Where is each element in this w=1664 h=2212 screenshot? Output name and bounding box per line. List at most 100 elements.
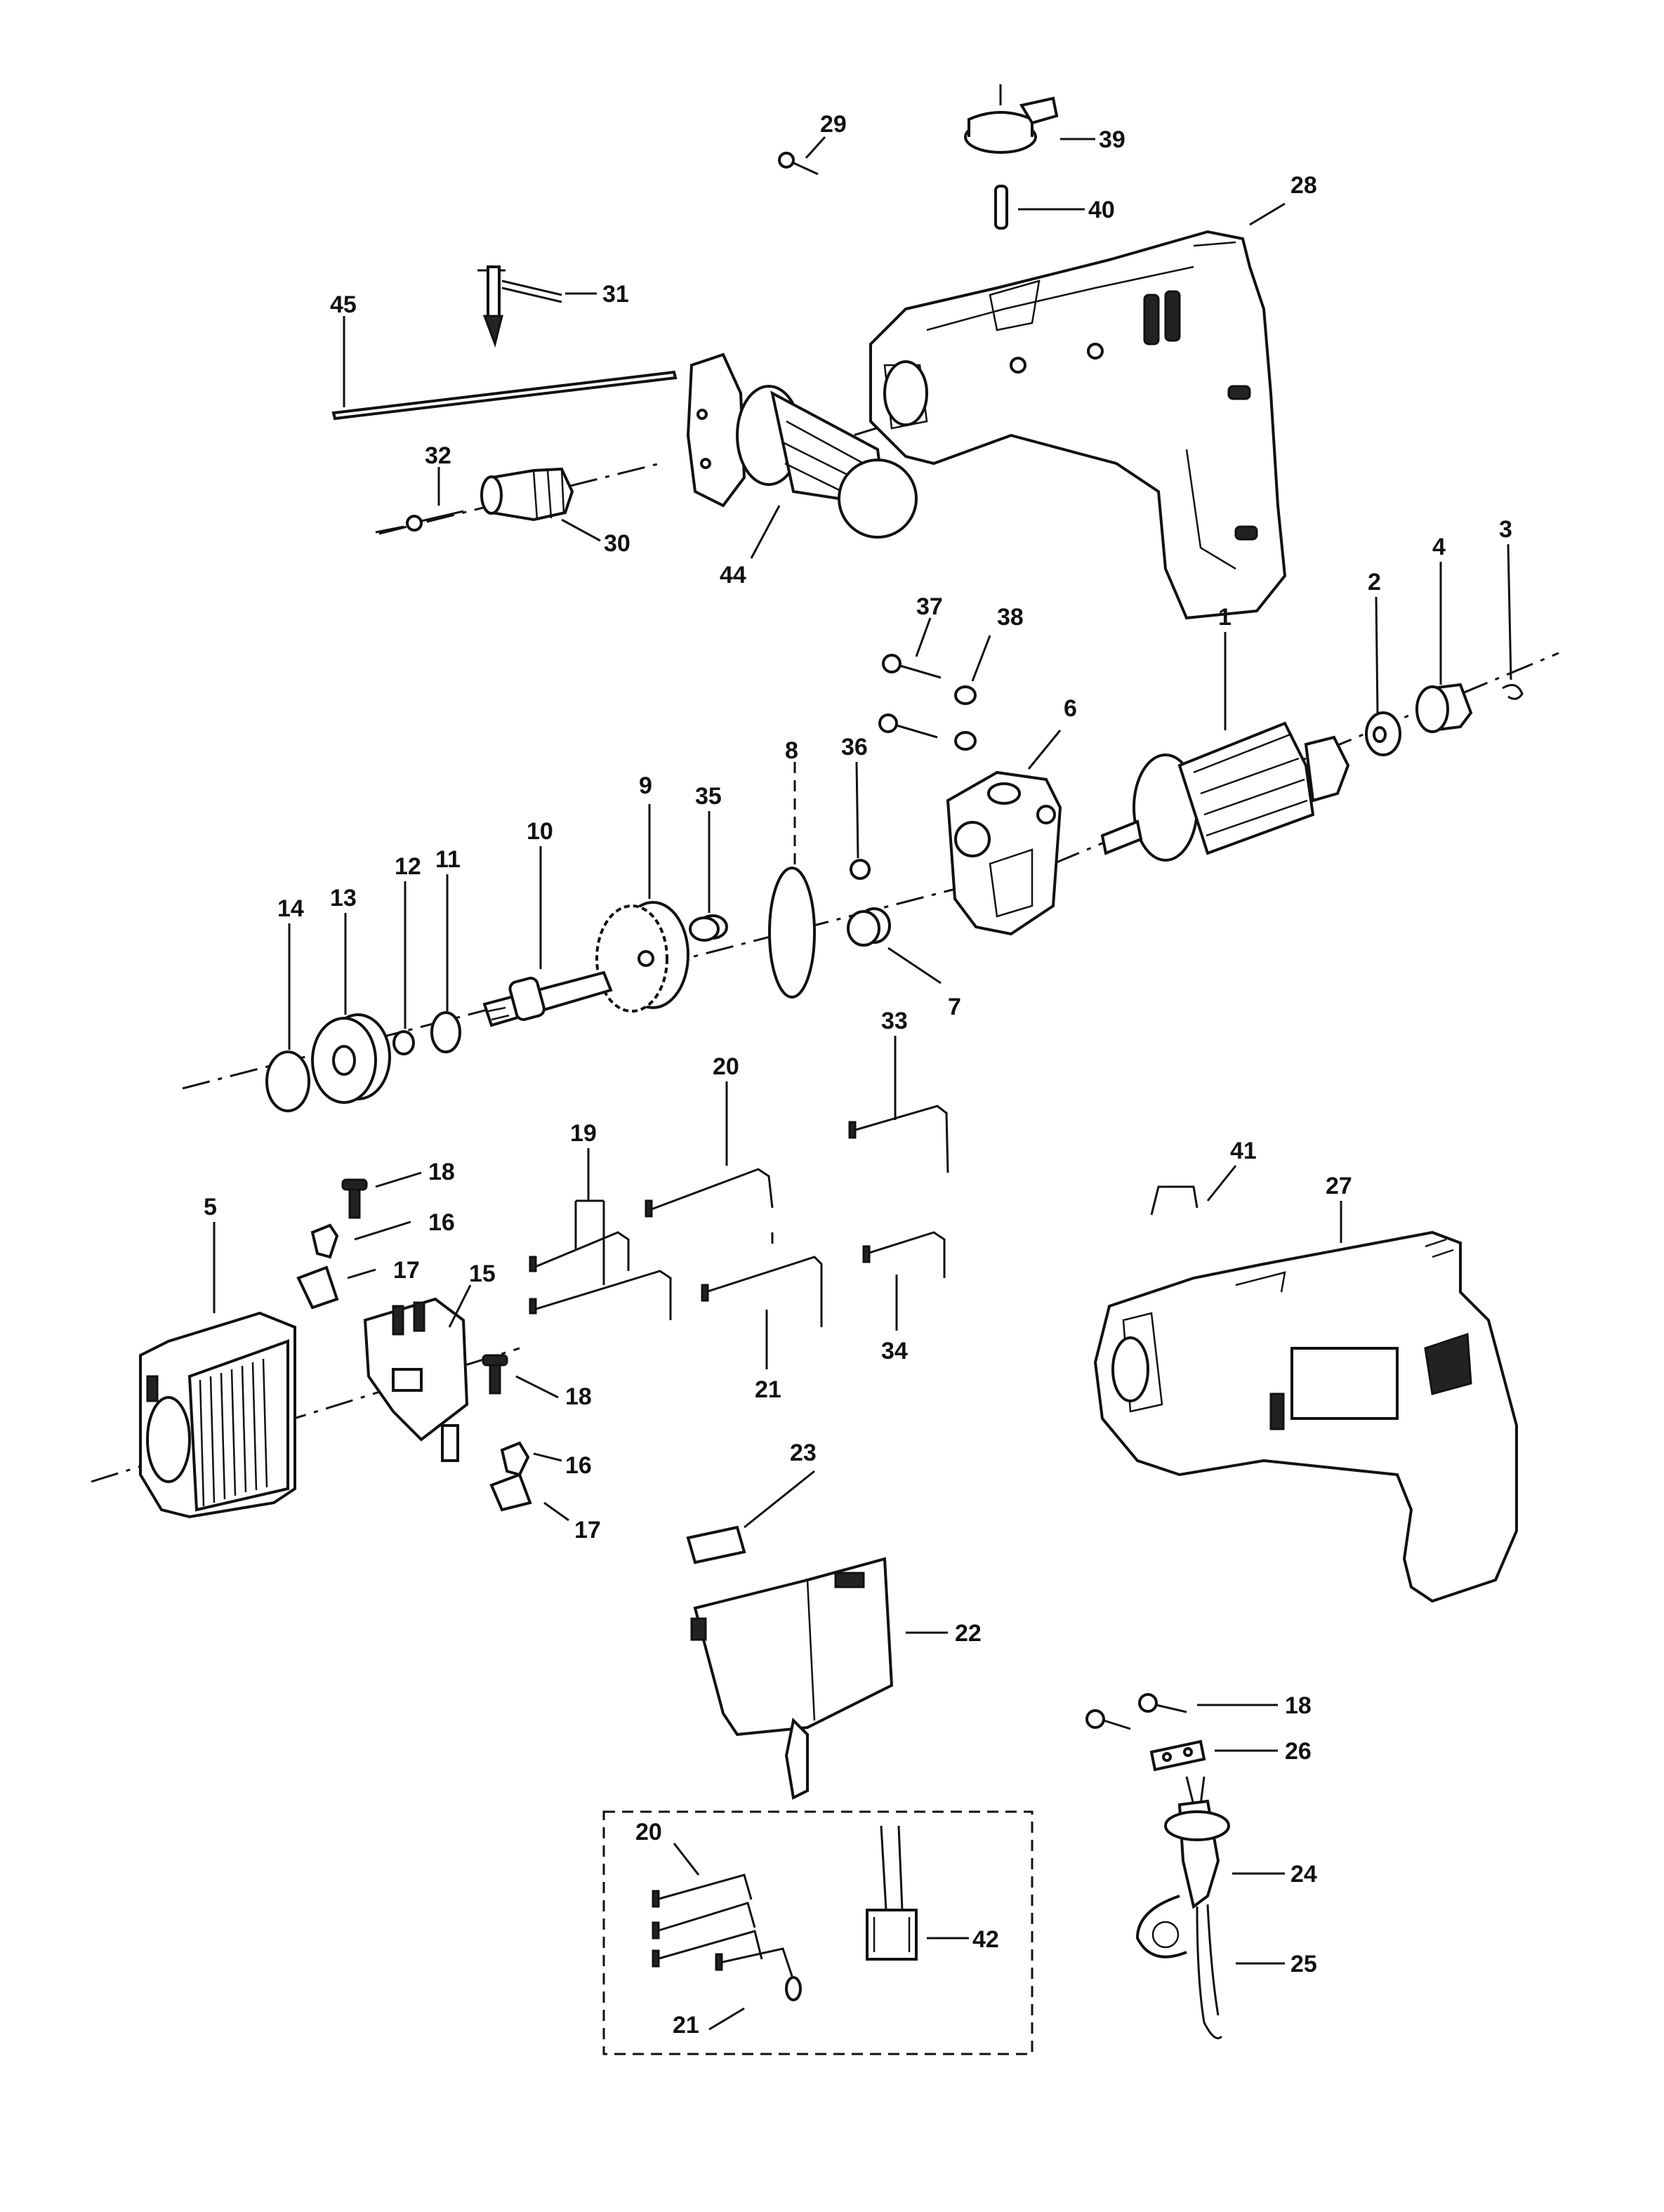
label-31: 31	[602, 281, 629, 308]
spindle-part-10	[482, 970, 613, 1027]
field-part-5	[139, 1311, 296, 1519]
wire-part-34	[862, 1231, 946, 1278]
brush-part-17-upper	[296, 1265, 339, 1310]
depth-rod-part-45	[331, 370, 678, 421]
label-25: 25	[1290, 1951, 1317, 1977]
gear-housing-part-6	[946, 770, 1062, 936]
label-14: 14	[277, 895, 304, 922]
label-12: 12	[395, 853, 421, 880]
circlip-part-11	[430, 1011, 461, 1053]
label-34: 34	[881, 1338, 908, 1364]
large-gear-part-9	[595, 901, 689, 1013]
brush-part-17-lower	[489, 1473, 532, 1512]
label-19: 19	[570, 1120, 597, 1147]
label-17-a: 17	[393, 1257, 420, 1284]
clip-part-41	[1150, 1185, 1199, 1216]
label-17-b: 17	[574, 1517, 601, 1543]
bearing-part-2	[1365, 711, 1401, 756]
label-20-b: 20	[635, 1819, 662, 1845]
ball-part-36	[850, 859, 871, 880]
armature-axis	[1052, 652, 1559, 865]
screws-part-37	[878, 654, 942, 739]
label-27: 27	[1326, 1173, 1352, 1199]
wire-kit-box	[602, 1810, 1034, 2055]
label-1: 1	[1218, 604, 1232, 631]
wire-part-20	[645, 1168, 774, 1218]
label-32: 32	[425, 442, 451, 469]
label-40: 40	[1088, 197, 1115, 223]
label-22: 22	[955, 1620, 982, 1647]
small-gear-part-7	[847, 907, 891, 947]
label-28: 28	[1290, 172, 1317, 199]
label-10: 10	[527, 818, 553, 845]
screw-part-29	[778, 152, 819, 176]
label-16-b: 16	[565, 1452, 592, 1479]
label-41: 41	[1230, 1138, 1257, 1164]
shim-part-14	[265, 1051, 310, 1112]
chuck-part-30	[480, 467, 574, 522]
label-33: 33	[881, 1008, 908, 1034]
bushing-part-35	[689, 914, 728, 942]
side-handle-part-44	[686, 353, 918, 539]
label-26: 26	[1285, 1738, 1312, 1765]
label-18-a: 18	[428, 1159, 455, 1185]
screws-part-18-cord	[1085, 1693, 1187, 1730]
bearing-part-13	[311, 1013, 391, 1104]
screw-part-18-lower	[482, 1354, 508, 1395]
label-3: 3	[1499, 516, 1512, 543]
label-21-a: 21	[755, 1376, 781, 1403]
label-9: 9	[639, 772, 652, 799]
label-39: 39	[1099, 126, 1125, 153]
wires-part-20-kit	[652, 1874, 763, 1968]
label-30: 30	[604, 530, 630, 557]
washer-part-12	[392, 1030, 415, 1055]
spring-part-16-upper	[310, 1223, 339, 1259]
label-24: 24	[1290, 1861, 1317, 1888]
label-7: 7	[948, 994, 961, 1020]
label-18-c: 18	[1285, 1692, 1312, 1719]
bearing-cap-part-4	[1415, 683, 1473, 733]
clip-part-3	[1502, 684, 1524, 700]
label-6: 6	[1064, 695, 1077, 722]
label-42: 42	[972, 1926, 999, 1953]
housing-part-28	[869, 230, 1287, 620]
label-37: 37	[916, 593, 943, 620]
switch-part-22	[690, 1557, 894, 1800]
wire-part-33	[848, 1105, 949, 1173]
label-2: 2	[1368, 569, 1381, 595]
label-38: 38	[997, 604, 1024, 631]
screw-part-18-upper	[341, 1178, 368, 1219]
label-20-a: 20	[713, 1053, 739, 1080]
label-35: 35	[695, 783, 722, 810]
label-8: 8	[785, 737, 798, 764]
label-23: 23	[790, 1440, 817, 1466]
wire-part-21	[701, 1232, 823, 1327]
cord-part-25	[1196, 1904, 1223, 2039]
chuck-screw-part-32	[375, 510, 464, 534]
spring-part-16-lower	[500, 1441, 530, 1477]
washers-part-38	[954, 685, 977, 751]
knob-part-39	[964, 84, 1059, 154]
assembled-drill-part-27	[1093, 1230, 1518, 1603]
label-4: 4	[1432, 534, 1446, 560]
wire-part-21-kit	[715, 1947, 802, 2001]
cord-guard-part-24	[1135, 1776, 1230, 1958]
label-11: 11	[435, 846, 461, 873]
label-29: 29	[820, 111, 847, 138]
label-21-b: 21	[673, 2012, 699, 2039]
chuck-key-part-31	[477, 265, 562, 348]
label-18-b: 18	[565, 1383, 592, 1410]
label-15: 15	[469, 1260, 496, 1287]
pin-part-40	[994, 185, 1008, 230]
label-16-a: 16	[428, 1209, 455, 1236]
wires-part-19	[529, 1231, 672, 1320]
label-44: 44	[720, 562, 746, 588]
capacitor-part-42	[866, 1825, 918, 1961]
label-5: 5	[204, 1194, 217, 1220]
label-36: 36	[841, 734, 868, 761]
block-part-23	[686, 1525, 746, 1565]
label-45: 45	[330, 291, 357, 318]
brush-holder-part-15	[363, 1297, 469, 1462]
armature-part-1	[1100, 721, 1350, 862]
